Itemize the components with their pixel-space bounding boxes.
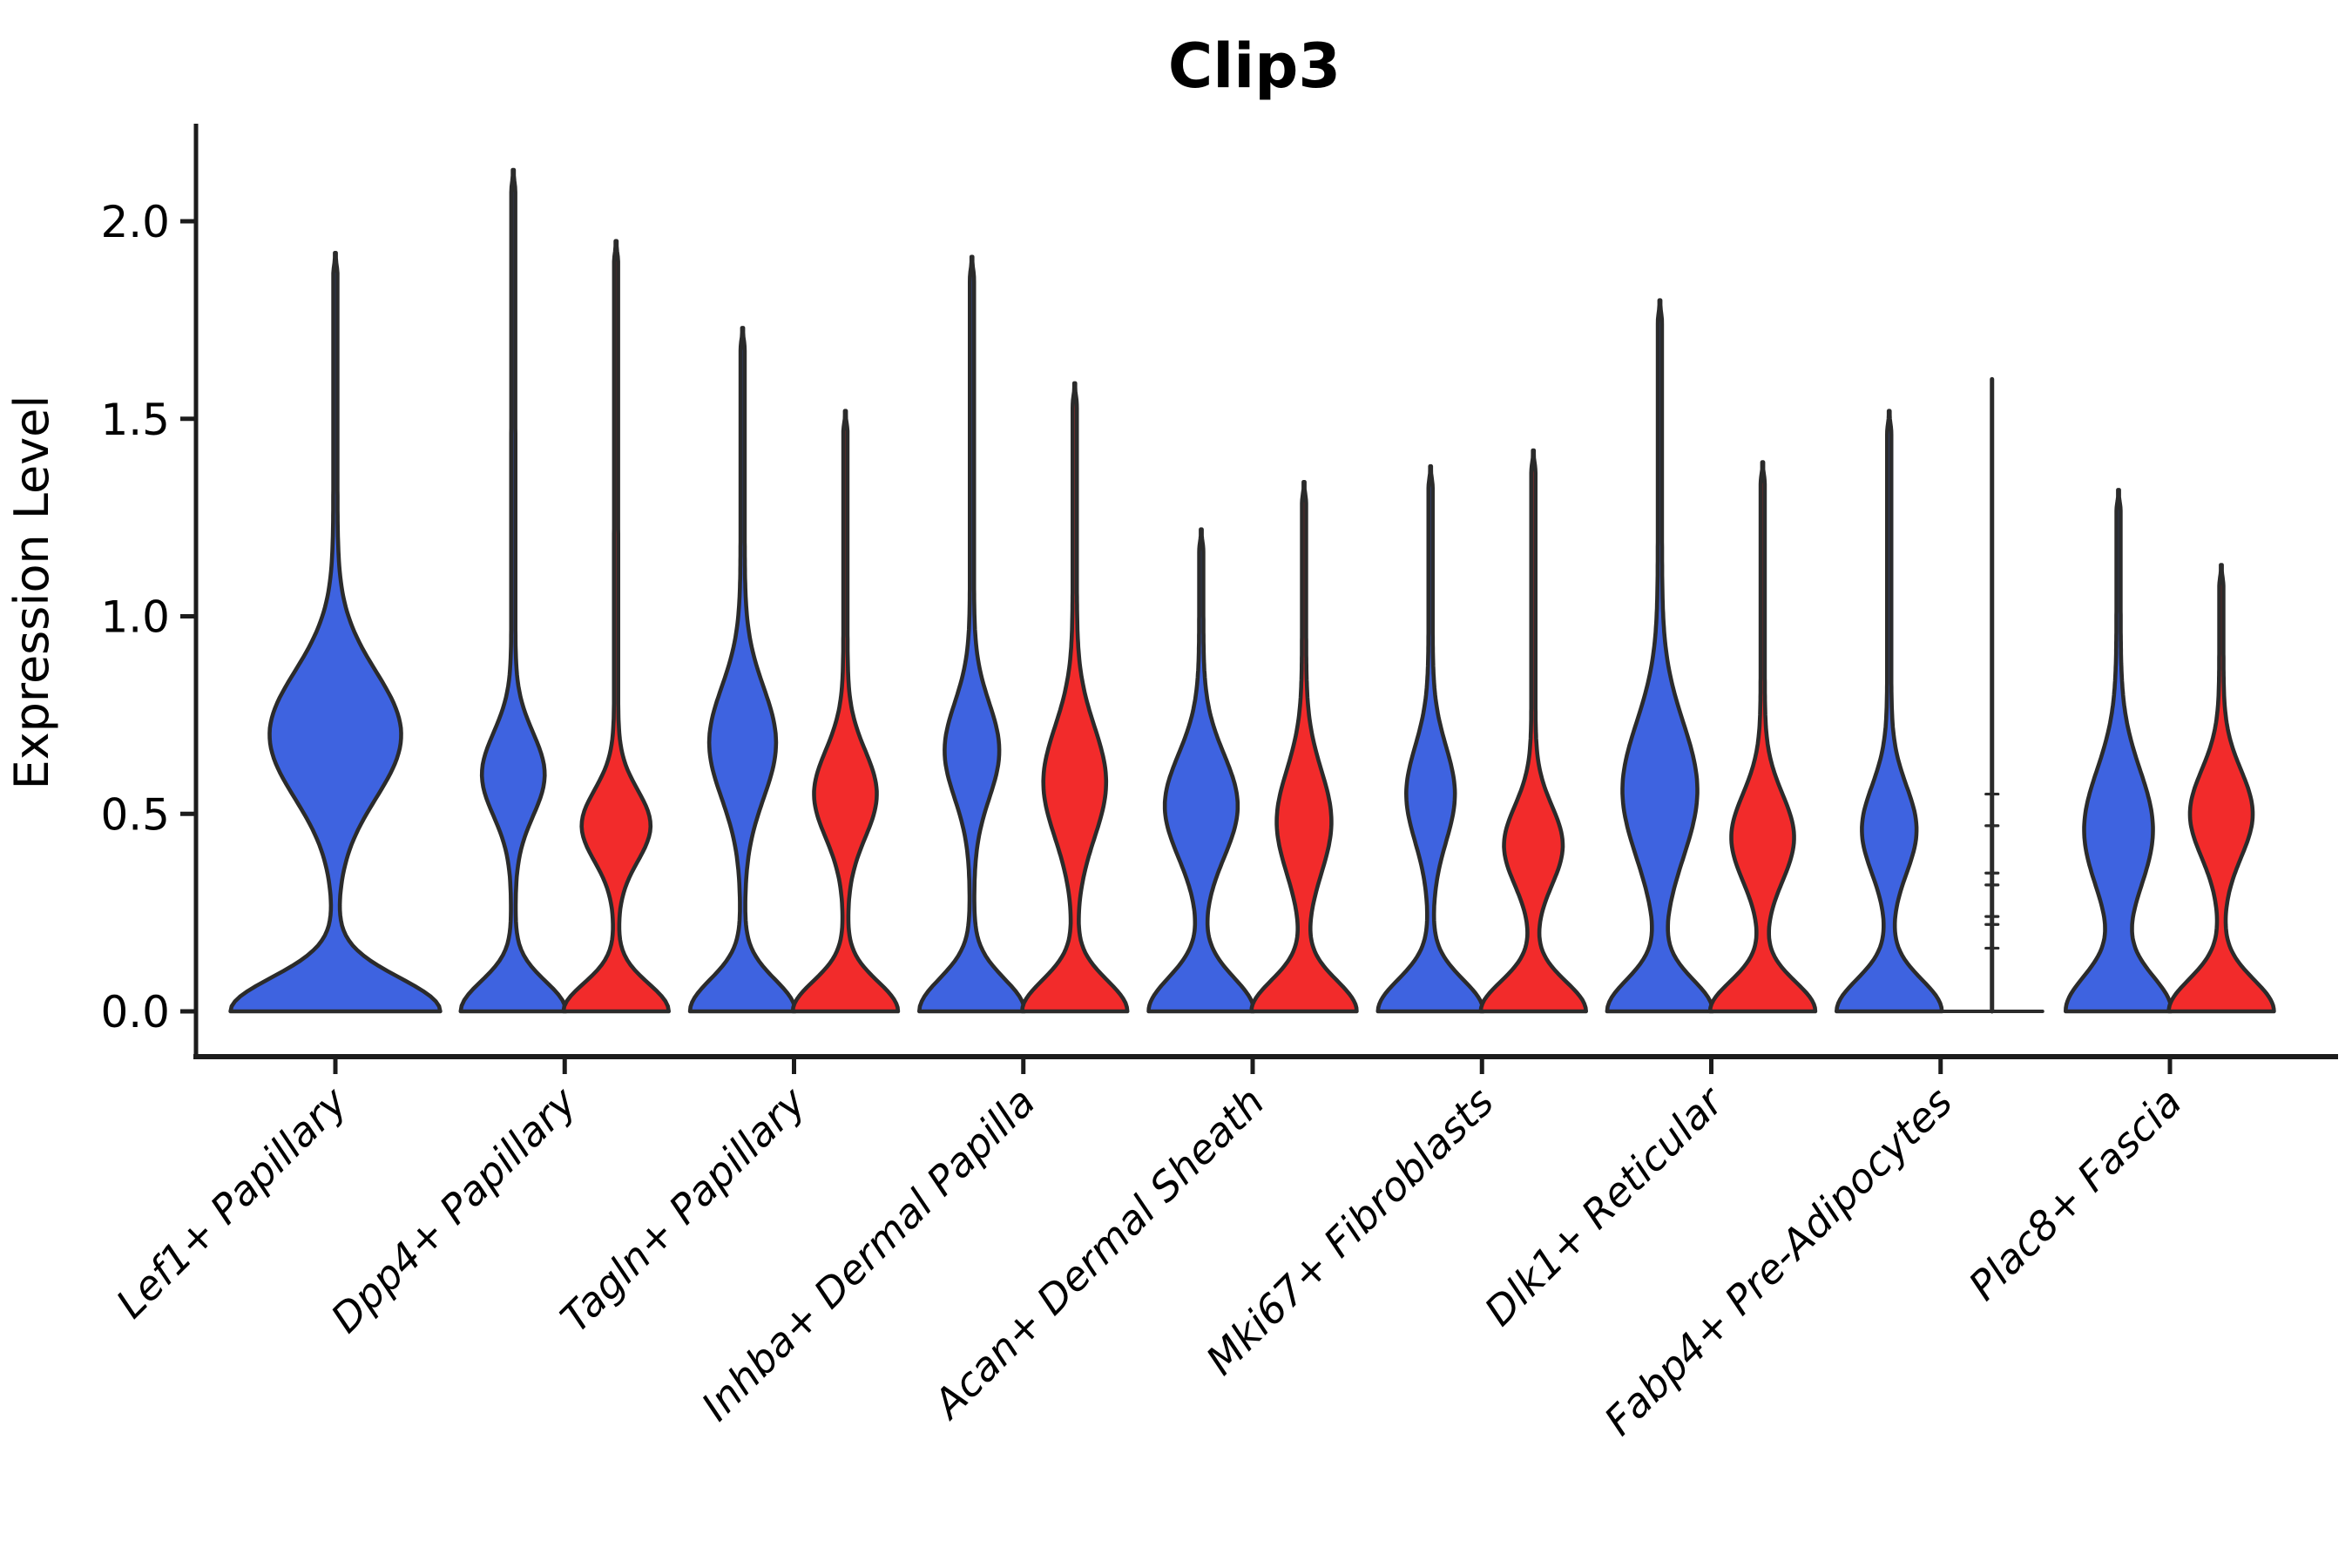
violins-layer <box>228 167 2276 1014</box>
y-axis-label: Expression Level <box>4 395 59 790</box>
violin-fabp4-pre-adipocytes-red-stick <box>1939 376 2044 1014</box>
violin-tagln-papillary-red <box>790 409 901 1014</box>
violin-inhba-dermal-papilla-red <box>1020 381 1130 1014</box>
y-tick-label: 1.5 <box>100 395 170 445</box>
violin-body <box>2166 563 2276 1014</box>
violin-body <box>1605 298 1715 1014</box>
violin-body <box>1020 381 1130 1014</box>
violin-body <box>458 167 568 1014</box>
y-axis-ticks: 0.0 0.5 1.0 1.5 2.0 <box>100 197 196 1037</box>
violin-body <box>790 409 901 1014</box>
violin-dpp4-papillary-blue <box>458 167 568 1014</box>
violin-body <box>1835 409 1944 1014</box>
violin-body <box>687 326 798 1014</box>
violin-dlk1-reticular-red <box>1707 460 1818 1014</box>
y-tick-label: 1.0 <box>100 592 170 643</box>
violin-tagln-papillary-blue <box>687 326 798 1014</box>
y-tick-label: 0.0 <box>100 987 170 1037</box>
violin-body <box>917 254 1027 1014</box>
violin-dlk1-reticular-blue <box>1605 298 1715 1014</box>
violin-acan-dermal-sheath-red <box>1249 480 1359 1014</box>
violin-inhba-dermal-papilla-blue <box>917 254 1027 1014</box>
violin-body <box>2064 488 2173 1014</box>
violin-mki67-fibroblasts-red <box>1478 448 1588 1014</box>
violin-body <box>561 239 671 1014</box>
violin-lef1-papillary-blue <box>228 251 443 1014</box>
violin-mki67-fibroblasts-blue <box>1375 463 1485 1014</box>
violin-body <box>1478 448 1588 1014</box>
violin-body <box>228 251 443 1014</box>
violin-fabp4-pre-adipocytes-blue <box>1835 409 1944 1014</box>
violin-body <box>1249 480 1359 1014</box>
violin-body <box>1146 527 1256 1014</box>
axes <box>193 124 2338 1059</box>
violin-acan-dermal-sheath-blue <box>1146 527 1256 1014</box>
y-tick-label: 0.5 <box>100 789 170 840</box>
chart-title: Clip3 <box>1168 30 1341 102</box>
violin-plac8-fascia-blue <box>2064 488 2173 1014</box>
violin-plac8-fascia-red <box>2166 563 2276 1014</box>
y-tick-label: 2.0 <box>100 197 170 247</box>
violin-body <box>1375 463 1485 1014</box>
violin-dpp4-papillary-red <box>561 239 671 1014</box>
violin-body <box>1707 460 1818 1014</box>
